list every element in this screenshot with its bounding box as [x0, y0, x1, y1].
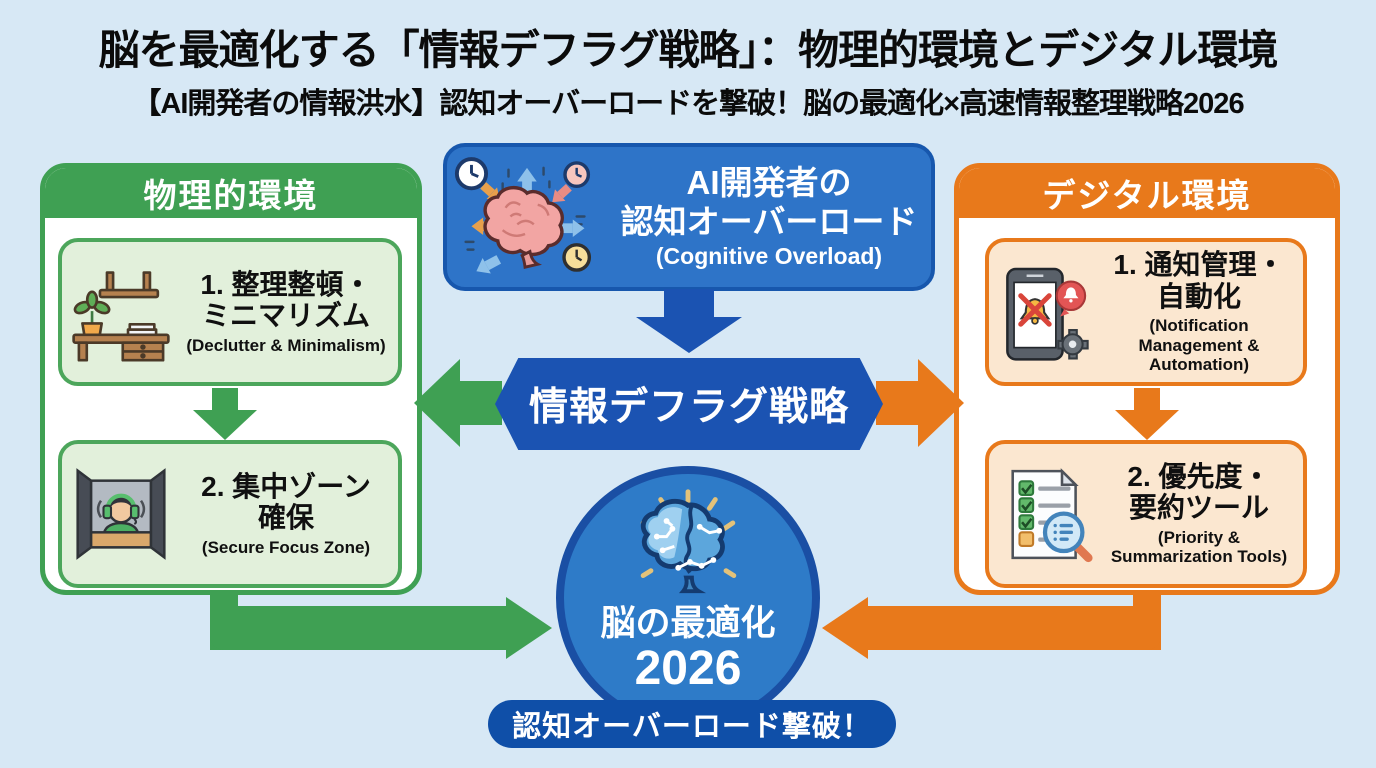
focus-zone-subtitle: (Secure Focus Zone) — [201, 537, 371, 557]
priority-summary-text: 2. 優先度・ 要約ツール (Priority & Summarization … — [1101, 461, 1303, 567]
focus-zone-title: 2. 集中ゾーン 確保 — [201, 470, 371, 534]
brain-optimization-circle: 脳の最適化 2026 — [556, 466, 820, 730]
phone-notification-muted-icon — [989, 264, 1101, 361]
notification-management-text: 1. 通知管理・ 自動化 (Notification Management & … — [1101, 249, 1303, 374]
right-elbow-arrowhead — [822, 597, 868, 659]
notification-management-title: 1. 通知管理・ 自動化 — [1113, 249, 1285, 312]
center-down-arrow-stem — [664, 289, 714, 319]
digital-environment-header: デジタル環境 — [959, 168, 1335, 218]
circuit-brain-icon — [610, 482, 766, 604]
desk-minimalism-icon — [62, 262, 180, 362]
cognitive-overload-title: AI開発者の 認知オーバーロード — [620, 163, 918, 240]
overload-defeat-pill: 認知オーバーロード撃破！ — [488, 700, 896, 748]
notification-management-subtitle: (Notification Management & Automation) — [1138, 316, 1260, 375]
priority-summary-subtitle: (Priority & Summarization Tools) — [1110, 527, 1288, 567]
notification-management-card: 1. 通知管理・ 自動化 (Notification Management & … — [985, 238, 1307, 386]
checklist-magnifier-icon — [989, 466, 1101, 563]
cognitive-overload-box: AI開発者の 認知オーバーロード (Cognitive Overload) — [443, 143, 935, 291]
declutter-subtitle: (Declutter & Minimalism) — [186, 335, 386, 355]
right-down-arrow-stem — [1134, 388, 1160, 412]
physical-environment-header: 物理的環境 — [45, 168, 417, 218]
focus-zone-card: 2. 集中ゾーン 確保 (Secure Focus Zone) — [58, 440, 402, 588]
cognitive-overload-subtitle: (Cognitive Overload) — [655, 243, 883, 270]
focus-zone-text: 2. 集中ゾーン 確保 (Secure Focus Zone) — [180, 471, 398, 557]
right-elbow-horizontal — [866, 606, 1161, 650]
banner-left-arrow-shaft — [458, 381, 502, 425]
declutter-title: 1. 整理整頓・ ミニマリズム — [200, 268, 372, 332]
declutter-minimalism-card: 1. 整理整頓・ ミニマリズム (Declutter & Minimalism) — [58, 238, 402, 386]
center-down-arrow-icon — [636, 317, 742, 353]
banner-right-arrow-shaft — [876, 381, 920, 425]
defrag-strategy-banner: 情報デフラグ戦略 — [495, 358, 883, 450]
focus-booth-icon — [62, 467, 180, 561]
left-elbow-horizontal — [210, 606, 508, 650]
goal-year: 2026 — [634, 642, 742, 695]
overloaded-brain-icon — [447, 154, 607, 281]
goal-title: 脳の最適化 — [600, 604, 776, 643]
priority-summary-title: 2. 優先度・ 要約ツール — [1127, 461, 1271, 524]
declutter-text: 1. 整理整頓・ ミニマリズム (Declutter & Minimalism) — [180, 269, 398, 355]
priority-summary-card: 2. 優先度・ 要約ツール (Priority & Summarization … — [985, 440, 1307, 588]
cognitive-overload-text: AI開発者の 認知オーバーロード (Cognitive Overload) — [607, 164, 931, 271]
page-title: 脳を最適化する「情報デフラグ戦略」：物理的環境とデジタル環境 — [98, 27, 1279, 73]
page-subtitle: 【AI開発者の情報洪水】認知オーバーロードを撃破！脳の最適化×高速情報整理戦略2… — [132, 88, 1244, 120]
left-elbow-arrowhead — [506, 597, 552, 659]
left-down-arrow-stem — [212, 388, 238, 412]
